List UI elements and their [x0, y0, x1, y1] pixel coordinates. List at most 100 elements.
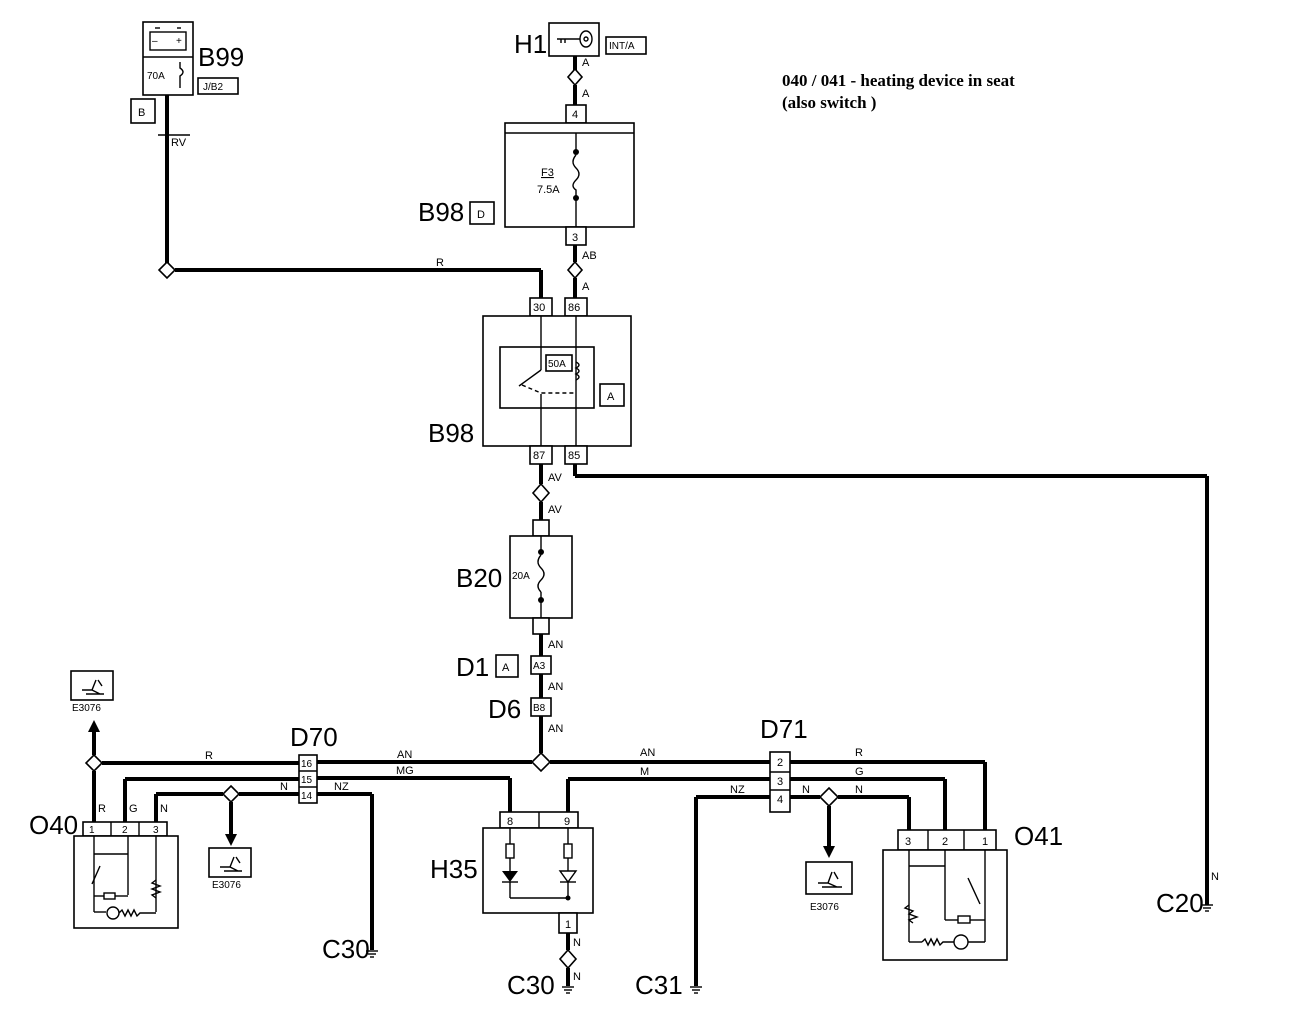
led-icon: [558, 870, 578, 884]
o41-internal-circuit: [903, 850, 986, 950]
b98-relay-label: B98: [428, 418, 474, 448]
b98-fuse-pin-3: 3: [572, 232, 578, 244]
b99-tag-jb2: J/B2: [203, 82, 223, 93]
wire-label-an-2: AN: [548, 681, 563, 693]
wire-label-n-o40: N: [160, 803, 168, 815]
connector-diamond-ab: [566, 260, 584, 280]
ground-icon: [1201, 904, 1213, 912]
e3076-label-o40: E3076: [212, 880, 241, 891]
seat-icon: [82, 679, 104, 695]
e3076-label-top: E3076: [72, 703, 101, 714]
connector-diamond-h1: [566, 67, 584, 87]
o40-internal-circuit: [91, 836, 162, 920]
coil-icon: [574, 361, 580, 381]
wire-label-av-2: AV: [548, 504, 563, 516]
resistor-icon: [118, 908, 156, 918]
b98-fuse-id: F3: [541, 167, 554, 179]
seat-icon: [818, 871, 842, 888]
relay-pin-87: 87: [533, 450, 545, 462]
b99-rating: 70A: [147, 71, 165, 82]
wire-label-an-1: AN: [548, 639, 563, 651]
seat-icon: [220, 856, 242, 872]
wire-label-r-d70: R: [205, 750, 213, 762]
wire-label-n-d71-b: N: [855, 784, 863, 796]
o40-pin-1: 1: [89, 825, 95, 836]
relay-pin-85: 85: [568, 450, 580, 462]
b99-battery-fuse: – + 70A: [142, 21, 194, 96]
relay-pin-30: 30: [533, 302, 545, 314]
fuse-icon: [179, 62, 184, 88]
wire-label-n-h35-2: N: [573, 971, 581, 983]
junction-o41-n: [818, 786, 840, 808]
wire-label-g-o40: G: [129, 803, 138, 815]
e3076-symbol-o41: E3076: [805, 861, 853, 913]
wire-label-an-d70: AN: [397, 749, 412, 761]
wire-label-a-2: A: [582, 88, 590, 100]
wire-label-mg: MG: [396, 765, 414, 777]
resistor-icon: [903, 904, 919, 924]
ground-icon: [690, 986, 702, 994]
relay-tag: A: [607, 391, 615, 403]
o40-pin-3: 3: [153, 825, 159, 836]
b98-fuse-rating: 7.5A: [537, 184, 560, 196]
e3076-label-o41: E3076: [810, 902, 839, 913]
wire-label-ab: AB: [582, 250, 597, 262]
ground-icon: [366, 950, 378, 958]
svg-text:+: +: [176, 36, 182, 47]
wire-label-nz-d70: NZ: [334, 781, 349, 793]
d71-pin-2: 2: [777, 757, 783, 769]
diagram-note-line1: 040 / 041 - heating device in seat: [782, 71, 1015, 90]
b99-tag-b: B: [138, 107, 145, 119]
wire-label-a-3: A: [582, 281, 590, 293]
h35-label: H35: [430, 854, 478, 884]
arrow-down-icon: [823, 846, 835, 858]
h1-label: H1: [514, 29, 547, 59]
wire-label-av-1: AV: [548, 472, 563, 484]
d71-pin-4: 4: [777, 794, 783, 806]
o41-label: O41: [1014, 821, 1063, 851]
arrow-up-icon: [88, 720, 100, 732]
wire-label-an-3: AN: [548, 723, 563, 735]
switch-icon: [967, 877, 981, 905]
wire-label-a-1: A: [582, 57, 590, 69]
d1-label: D1: [456, 652, 489, 682]
h35-pin-8: 8: [507, 816, 513, 828]
b98-fuse-label: B98: [418, 197, 464, 227]
d1-tag: A: [502, 662, 510, 674]
wire-label-r-d71: R: [855, 747, 863, 759]
o41-pin-1: 1: [982, 836, 988, 848]
ground-c30-mid: C30: [507, 970, 555, 1000]
wire-label-rv: RV: [171, 137, 187, 149]
b98-fuse-tag: D: [477, 209, 485, 221]
wire-label-n-d70: N: [280, 781, 288, 793]
junction-o40-n: [221, 784, 241, 804]
d70-pin-14: 14: [301, 791, 313, 802]
resistor-icon: [150, 879, 162, 899]
relay-pin-86: 86: [568, 302, 580, 314]
b20-label: B20: [456, 563, 502, 593]
d71-pin-3: 3: [777, 776, 783, 788]
junction-center: [530, 751, 552, 773]
fuse-icon: [572, 154, 580, 196]
key-icon: [557, 30, 593, 48]
o40-label: O40: [29, 810, 78, 840]
ground-c30-left: C30: [322, 934, 370, 964]
d6-label: D6: [488, 694, 521, 724]
relay-rating: 50A: [548, 359, 566, 370]
ground-c31: C31: [635, 970, 683, 1000]
d70-pin-15: 15: [301, 775, 313, 786]
d70-pin-16: 16: [301, 759, 313, 770]
o41-pin-2: 2: [942, 836, 948, 848]
h35-pin-9: 9: [564, 816, 570, 828]
wire-label-n-h35-1: N: [573, 937, 581, 949]
connector-diamond-av: [531, 482, 551, 504]
d70-label: D70: [290, 722, 338, 752]
b20-rating: 20A: [512, 571, 530, 582]
junction-o40-r: [84, 753, 104, 773]
switch-icon: [91, 865, 101, 885]
wire-label-n-c20: N: [1211, 871, 1219, 883]
h1-tag: INT/A: [609, 41, 635, 52]
led-icon: [502, 871, 518, 882]
relay-switch-icon: [518, 369, 542, 387]
